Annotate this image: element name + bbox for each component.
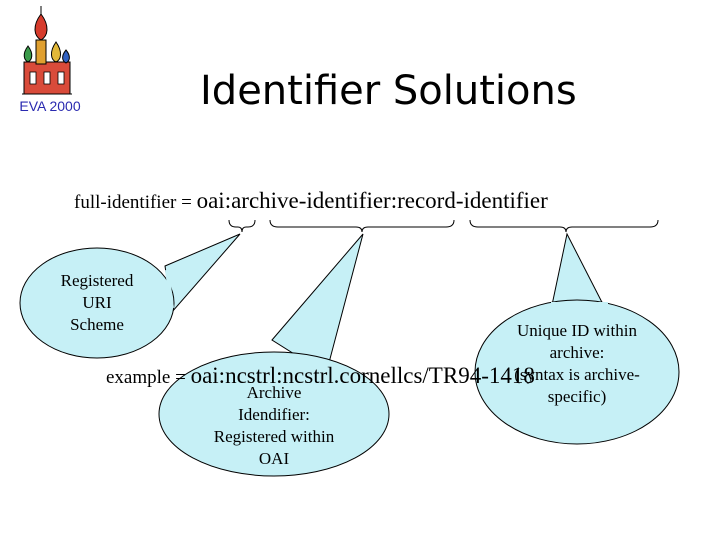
callout-record-line: specific)	[547, 387, 607, 406]
callout-archive-line: Idendifier:	[238, 405, 310, 424]
formula-record: record-identifier	[397, 188, 548, 213]
formula-sep-1: :	[224, 188, 232, 213]
onion-dome-cathedral-icon	[22, 6, 72, 95]
callout-scheme-line: Registered	[60, 271, 134, 290]
formula-line: full-identifier = oai:archive-identifier…	[74, 188, 548, 214]
callout-record-line: Unique ID within	[517, 321, 637, 340]
callout-record-text: Unique ID within archive: (syntax is arc…	[497, 320, 657, 408]
callout-record-line: archive:	[549, 343, 605, 362]
callout-scheme-line: URI	[82, 293, 112, 312]
formula-archive: archive-identifier	[231, 188, 391, 213]
example-line: example = oai:ncstrl:ncstrl.cornellcs/TR…	[106, 363, 535, 389]
example-value: oai:ncstrl:ncstrl.cornellcs/TR94-1418	[190, 363, 535, 388]
brace-archive	[269, 219, 455, 233]
formula-lhs: full-identifier =	[74, 192, 197, 213]
formula-scheme: oai	[196, 188, 225, 213]
example-lhs: example =	[106, 367, 191, 388]
formula-sep-2: :	[390, 188, 398, 213]
slide-title: Identifier Solutions	[200, 68, 577, 114]
brace-scheme	[228, 219, 256, 233]
callout-scheme-text: Registered URI Scheme	[47, 270, 147, 336]
callout-archive-line: Archive	[246, 383, 302, 402]
callout-record-line: (syntax is archive-	[514, 365, 640, 384]
logo-caption: EVA 2000	[19, 98, 81, 114]
callout-archive-text: Archive Idendifier: Registered within OA…	[194, 382, 354, 470]
callout-archive-line: OAI	[258, 449, 290, 468]
callout-scheme-line: Scheme	[70, 315, 124, 334]
brace-record	[469, 219, 659, 233]
callout-archive-line: Registered within	[213, 427, 335, 446]
